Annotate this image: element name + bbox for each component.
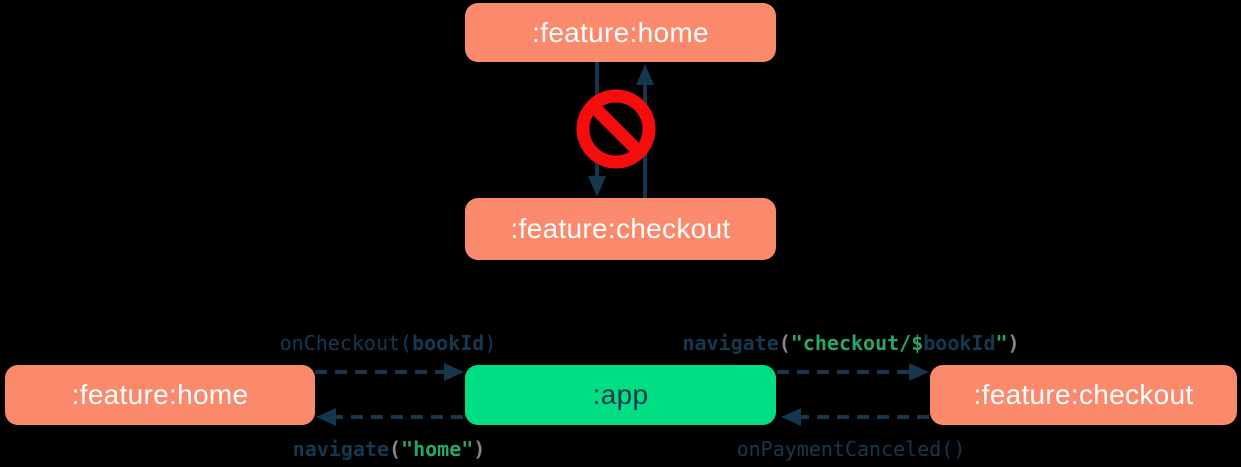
arrow-app-to-checkout xyxy=(777,363,929,381)
edge-label-navigate-home: navigate("home") xyxy=(292,437,486,461)
node-label: :feature:home xyxy=(71,379,249,410)
no-entry-icon xyxy=(576,89,656,169)
fn-name: navigate xyxy=(682,331,779,355)
arg-name: bookId xyxy=(412,331,485,355)
string-literal: "home" xyxy=(401,437,474,461)
arrow-app-to-home xyxy=(316,408,463,426)
arrow-home-to-app xyxy=(315,363,464,381)
fn-name: onPaymentCanceled xyxy=(736,437,942,461)
node-feature-checkout-bottom: :feature:checkout xyxy=(930,365,1237,425)
fn-name: navigate xyxy=(292,437,389,461)
arg-name: bookId xyxy=(923,331,996,355)
edge-label-navigate-checkout: navigate("checkout/$bookId") xyxy=(682,331,1020,355)
fn-name: onCheckout xyxy=(279,331,401,355)
arrow-checkout-to-app xyxy=(781,408,929,426)
node-label: :feature:checkout xyxy=(510,213,731,244)
node-label: :feature:home xyxy=(532,16,709,48)
edge-label-oncheckout: onCheckout(bookId) xyxy=(279,331,497,355)
node-label: :feature:checkout xyxy=(973,379,1194,410)
node-app: :app xyxy=(465,365,776,425)
node-feature-home-bottom: :feature:home xyxy=(5,365,315,425)
node-label: :app xyxy=(592,379,649,410)
edge-label-onpaymentcanceled: onPaymentCanceled() xyxy=(736,437,966,461)
node-feature-checkout-top: :feature:checkout xyxy=(465,198,776,260)
node-feature-home-top: :feature:home xyxy=(465,3,776,62)
string-literal: "checkout/$ xyxy=(790,331,924,355)
